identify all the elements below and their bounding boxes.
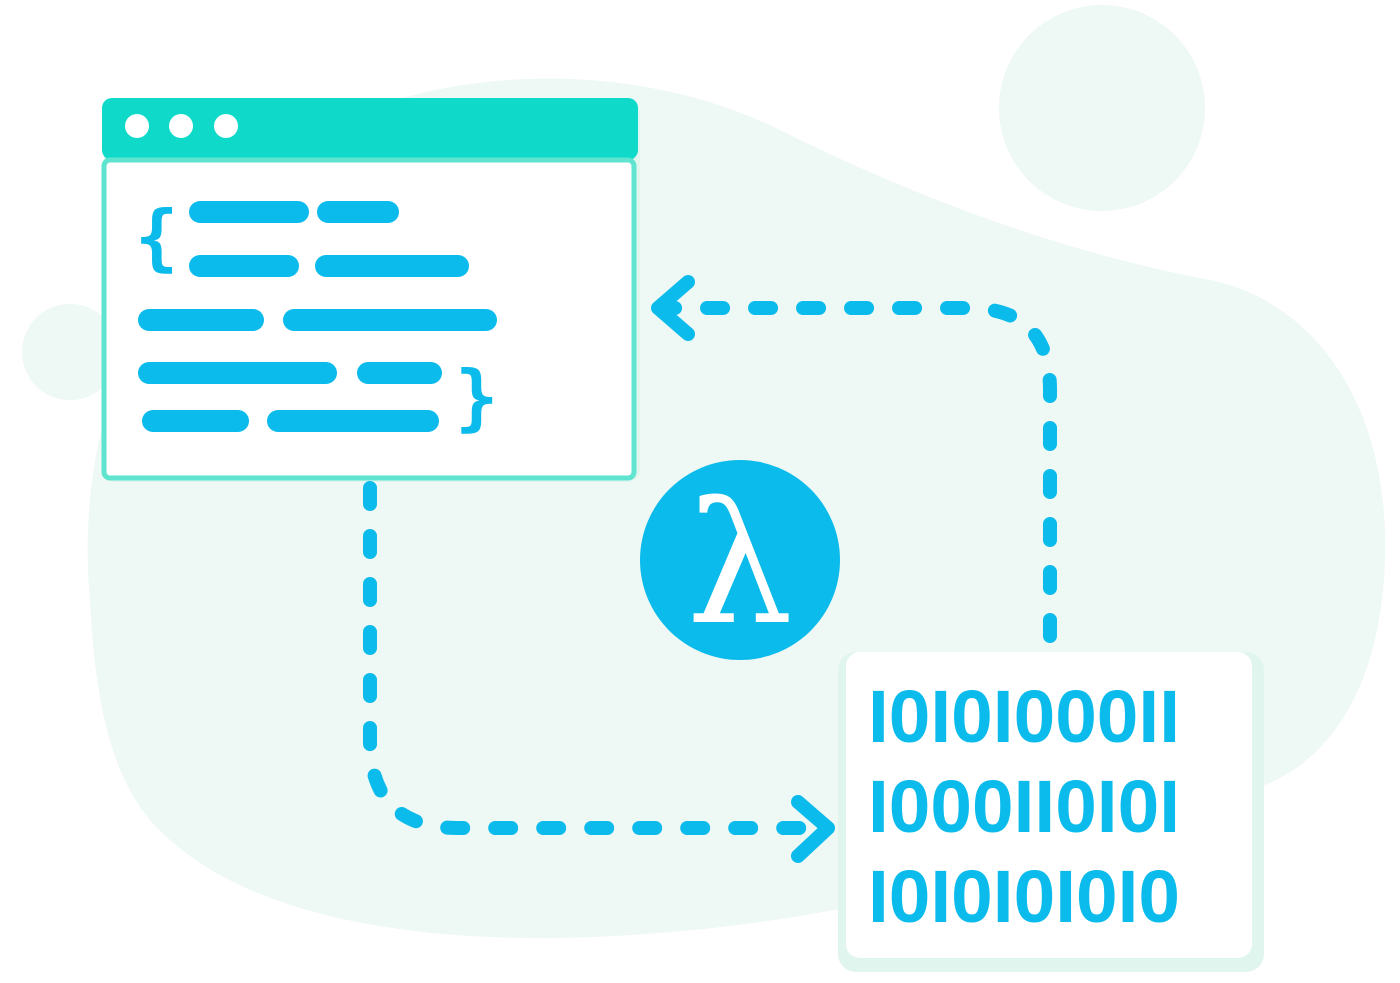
decompile-arrowhead-icon [651, 275, 695, 341]
window-dot-2 [169, 114, 193, 138]
lambda-icon: λ [687, 466, 793, 662]
window-dot-3 [214, 114, 238, 138]
lambda-badge: λ [627, 447, 853, 673]
binary-line-3: I0I0I0I0I0 [868, 855, 1180, 938]
decor-circle-small [22, 304, 118, 400]
code-window-header [102, 98, 638, 160]
compile-arrow [363, 481, 835, 863]
window-dot-1 [125, 114, 149, 138]
decompile-arrow-line [665, 301, 1057, 643]
decor-circle-large [999, 5, 1205, 211]
lambda-badge-disc [640, 460, 840, 660]
binary-line-2: I000II0I0I [868, 765, 1180, 848]
close-brace: } [455, 355, 498, 439]
open-brace: { [135, 195, 178, 279]
binary-line-1: I0I0I000II [868, 675, 1180, 758]
code-lines [138, 201, 497, 432]
binary-box: I0I0I000II I000II0I0I I0I0I0I0I0 [838, 652, 1264, 972]
compile-arrowhead-icon [791, 795, 835, 863]
code-window: { } [101, 98, 640, 482]
decompile-arrow [651, 275, 1057, 643]
binary-box-panel [846, 652, 1252, 958]
compile-arrow-line [363, 481, 819, 835]
